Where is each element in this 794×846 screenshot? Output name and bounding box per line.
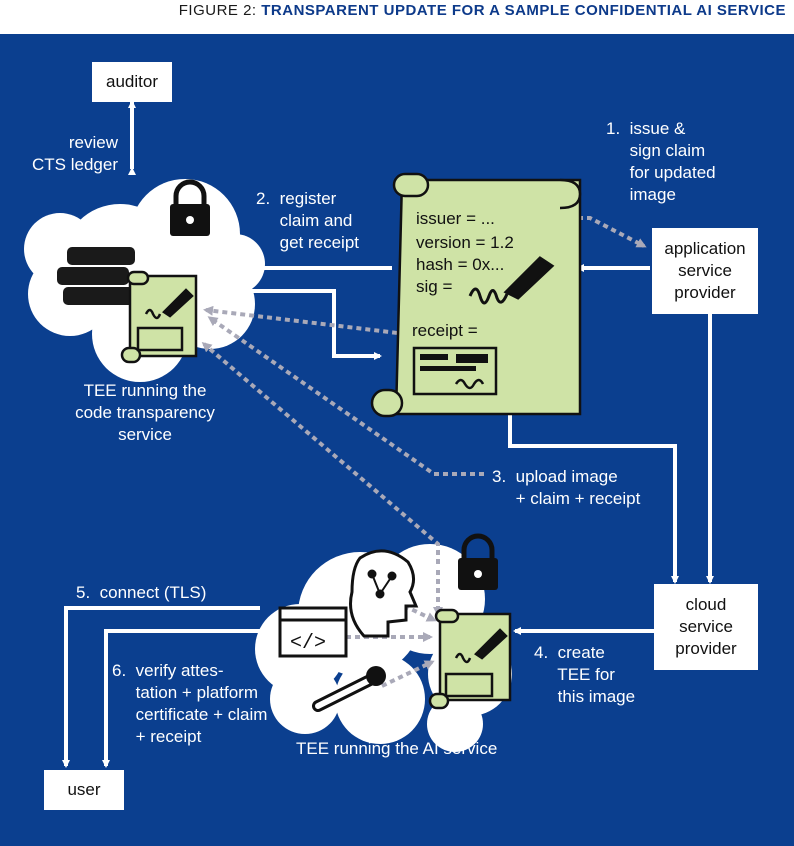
application-provider-label: application service provider [664, 239, 746, 302]
diagram-graphics: </> [24, 100, 714, 768]
books-icon [55, 245, 137, 307]
tee-cts-caption: TEE running the code transparency servic… [75, 381, 215, 444]
wrench-dotted-arrow [381, 660, 435, 688]
cts-scroll-icon [120, 270, 198, 364]
auditor-box: auditor [92, 62, 172, 102]
review-label: review CTS ledger [32, 133, 118, 174]
receipt-dotted-arrow [203, 305, 407, 336]
upload-dotted-arrow [207, 316, 484, 476]
ai-scroll-icon [428, 608, 512, 710]
claim-issuer: issuer = ... [416, 209, 495, 228]
claim-version: version = 1.2 [416, 233, 514, 252]
step4-label: 4. create TEE for this image [534, 643, 636, 706]
wrench-icon [312, 666, 386, 712]
svg-text:</>: </> [290, 632, 326, 655]
user-box: user [44, 770, 124, 810]
signature-icon [468, 256, 555, 305]
cloud-provider-box: cloud service provider [654, 584, 758, 670]
step2-label: 2. register claim and get receipt [256, 189, 359, 252]
upload-arrow [508, 396, 679, 584]
application-provider-box: application service provider [652, 228, 758, 314]
figure-title: FIGURE 2: TRANSPARENT UPDATE FOR A SAMPL… [178, 2, 786, 19]
figure-header: FIGURE 2: TRANSPARENT UPDATE FOR A SAMPL… [0, 0, 794, 34]
brain-circuit-icon [349, 549, 419, 638]
step3-label: 3. upload image + claim + receipt [492, 467, 641, 508]
step5-label: 5. connect (TLS) [76, 583, 207, 602]
claim-hash: hash = 0x... [416, 255, 505, 274]
brain-dotted-arrow [395, 600, 437, 622]
tee-ai-caption: TEE running the AI service [296, 739, 498, 758]
attest-dotted-arrow [201, 342, 440, 564]
verify-arrow [102, 627, 270, 768]
step1-label: 1. issue & sign claim for updated image [606, 119, 716, 204]
connect-arrow [62, 606, 260, 768]
step6-label: 6. verify attes- tation + platform certi… [112, 661, 268, 746]
user-label: user [67, 780, 101, 799]
padlock-icon [458, 533, 498, 590]
claim-sig: sig = [416, 277, 453, 296]
cloud-provider-label: cloud service provider [675, 595, 737, 658]
auditor-label: auditor [106, 72, 158, 91]
code-window-icon: </> [278, 606, 348, 658]
padlock-icon [170, 179, 210, 236]
claim-receipt: receipt = [412, 321, 478, 340]
dotted-arrows [201, 216, 647, 688]
